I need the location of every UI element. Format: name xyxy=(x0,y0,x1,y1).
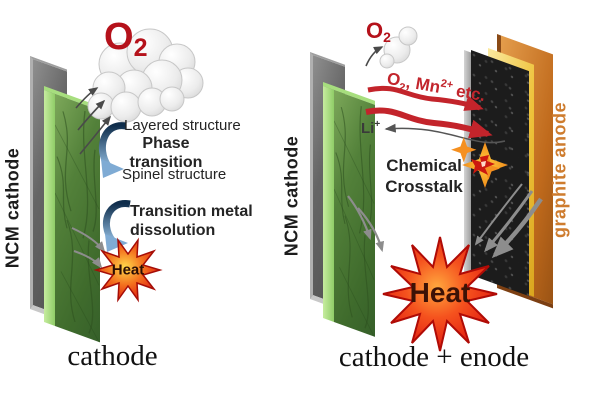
left-caption: cathode xyxy=(67,340,158,372)
cathode-slab-edge xyxy=(323,86,334,323)
right-o2-label: O2 xyxy=(366,18,391,45)
right-ncm-cathode-label: NCM cathode xyxy=(281,135,302,257)
left-heat-label: Heat xyxy=(111,261,145,279)
graphite-anode-label: graphite anode xyxy=(549,101,570,239)
transition-metal-dissolution-label: Transition metal dissolution xyxy=(130,203,253,239)
cathode-slab-face xyxy=(55,94,100,343)
cathode-slab-edge xyxy=(44,90,55,327)
left-o2-label: O2 xyxy=(104,16,148,62)
chemical-crosstalk-label: Chemical Crosstalk xyxy=(385,156,463,196)
right-caption: cathode + enode xyxy=(338,341,530,373)
left-ncm-cathode-label: NCM cathode xyxy=(2,147,23,269)
cathode-texture-icon xyxy=(55,110,100,343)
right-heat-label: Heat xyxy=(409,277,471,308)
li-ion-label: Li+ xyxy=(361,119,381,137)
o2-release-arrow-icon xyxy=(365,46,384,67)
spinel-structure-label: Spinel structure xyxy=(122,166,227,183)
left-cathode-slab xyxy=(44,86,100,343)
layered-structure-label: Layered structure xyxy=(124,117,241,134)
phase-transition-label: Phase transition xyxy=(129,135,203,171)
metal-dissolution-arrow-icon xyxy=(102,200,131,252)
